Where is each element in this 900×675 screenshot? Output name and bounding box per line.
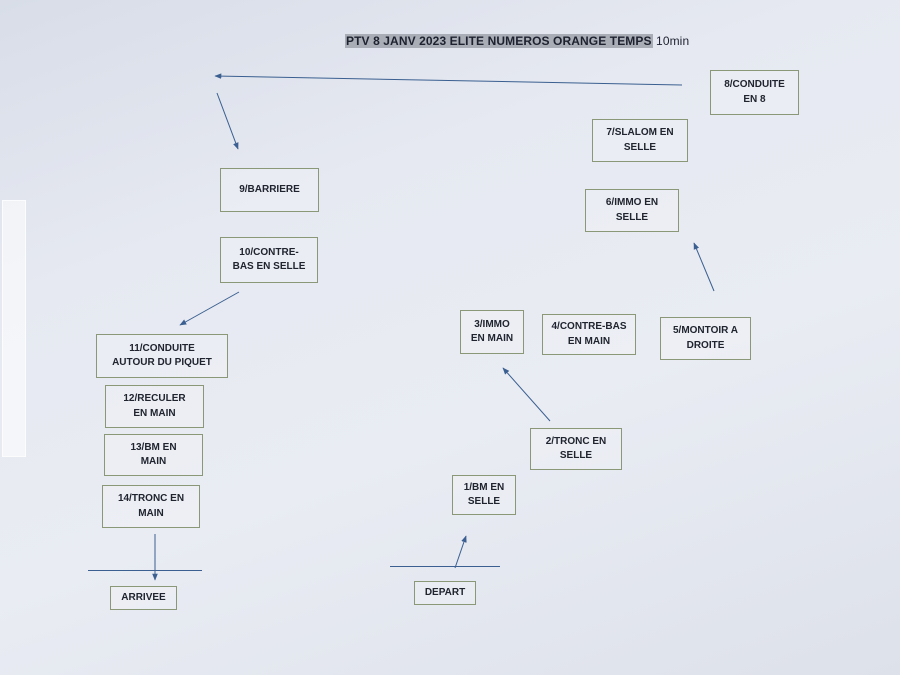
station-4: 4/CONTRE-BAS EN MAIN <box>542 314 636 355</box>
station-2: 2/TRONC EN SELLE <box>530 428 622 470</box>
arrivee-box: ARRIVEE <box>110 586 177 610</box>
finish-line <box>88 570 202 571</box>
start-line <box>390 566 500 567</box>
station-8: 8/CONDUITE EN 8 <box>710 70 799 115</box>
station-14: 14/TRONC EN MAIN <box>102 485 200 528</box>
arrow-8-to-9-top <box>214 73 683 86</box>
tape-left <box>2 200 26 457</box>
station-13: 13/BM EN MAIN <box>104 434 203 476</box>
arrow-2-to-3 <box>502 367 551 422</box>
station-3: 3/IMMO EN MAIN <box>460 310 524 354</box>
arrow-depart-to-1 <box>454 535 467 569</box>
station-6: 6/IMMO EN SELLE <box>585 189 679 232</box>
station-7: 7/SLALOM EN SELLE <box>592 119 688 162</box>
station-1: 1/BM EN SELLE <box>452 475 516 515</box>
page-title: PTV 8 JANV 2023 ELITE NUMEROS ORANGE TEM… <box>345 34 689 48</box>
station-5: 5/MONTOIR A DROITE <box>660 317 751 360</box>
arrow-10-to-11 <box>179 291 240 326</box>
station-12: 12/RECULER EN MAIN <box>105 385 204 428</box>
station-9: 9/BARRIERE <box>220 168 319 212</box>
title-highlighted: PTV 8 JANV 2023 ELITE NUMEROS ORANGE TEM… <box>345 34 653 48</box>
station-10: 10/CONTRE- BAS EN SELLE <box>220 237 318 283</box>
arrow-5-to-6 <box>693 242 715 292</box>
depart-box: DEPART <box>414 581 476 605</box>
station-11: 11/CONDUITE AUTOUR DU PIQUET <box>96 334 228 378</box>
arrow-8-to-9-down <box>216 92 239 150</box>
title-suffix: 10min <box>652 34 690 48</box>
